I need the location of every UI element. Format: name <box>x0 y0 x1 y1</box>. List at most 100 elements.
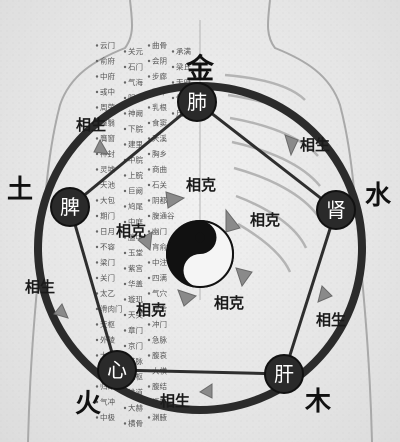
acupoint-label: 京门 <box>128 341 143 351</box>
acupoint-label: 胸乡 <box>152 149 167 159</box>
acupoint-dot <box>95 214 99 218</box>
organ-node-water: 肾 <box>316 190 356 230</box>
acupoint-label: 彧中 <box>100 87 115 97</box>
acupoint-dot <box>147 59 151 63</box>
acupoint-dot <box>171 96 175 100</box>
acupoint-label: 气穴 <box>152 288 167 298</box>
acupoint-label: 步廊 <box>152 71 167 81</box>
acupoint-label: 膻中 <box>128 232 143 242</box>
acupoint-dot <box>147 385 151 388</box>
organ-node-metal: 肺 <box>177 82 217 122</box>
sheng-arrow-earth-metal <box>93 138 109 155</box>
acupoint-label: 俞府 <box>100 56 115 66</box>
acupoint-label: 气海 <box>128 77 143 87</box>
element-label-metal: 金 <box>185 52 215 85</box>
acupoint-label: 章门 <box>128 325 143 335</box>
ke-label-bottom-right: 相克 <box>214 294 244 312</box>
acupoint-dot <box>147 152 151 156</box>
acupoint-dot <box>95 90 99 94</box>
acupoint-dot <box>147 276 151 280</box>
element-label-earth: 土 <box>7 175 33 205</box>
acupoint-dot <box>147 230 151 233</box>
acupoint-label: 天池 <box>100 180 115 190</box>
acupoint-dot <box>171 50 175 53</box>
acupoint-dot <box>147 354 151 357</box>
acupoint-label: 府舍 <box>152 304 167 314</box>
acupoint-label: 不容 <box>100 242 115 252</box>
acupoint-dot <box>95 385 99 388</box>
acupoint-dot <box>95 106 99 109</box>
acupoint-label: 紫宫 <box>128 263 143 273</box>
acupoint-dot <box>95 276 99 280</box>
acupoint-dot <box>95 354 99 357</box>
acupoint-dot <box>123 406 127 410</box>
acupoint-dot <box>123 174 127 177</box>
acupoint-label: 曲骨 <box>152 40 167 50</box>
acupoint-label: 日月 <box>100 227 115 236</box>
acupoint-label: 四满 <box>152 273 167 283</box>
acupoint-label: 横骨 <box>128 418 143 428</box>
acupoint-dot <box>95 137 99 140</box>
acupoint-dot <box>123 81 127 84</box>
acupoint-dot <box>123 143 127 146</box>
acupoint-label: 中极 <box>100 412 115 422</box>
acupoint-dot <box>95 199 99 202</box>
acupoint-dot <box>123 298 127 301</box>
organ-label-water: 肾 <box>326 198 346 222</box>
acupoint-label: 承满 <box>176 46 191 56</box>
acupoint-dot <box>147 307 151 311</box>
organ-label-metal: 肺 <box>187 90 207 114</box>
acupoint-dot <box>147 416 151 419</box>
sheng-label-water-wood: 相生 <box>316 311 346 329</box>
acupoint-label: 玉堂 <box>128 248 143 258</box>
ke-arrow-4 <box>137 231 153 251</box>
acupoint-dot <box>95 152 99 156</box>
organ-label-wood: 肝 <box>274 362 294 386</box>
sheng-label-metal-water: 相生 <box>300 136 330 154</box>
acupoint-label: 期门 <box>100 212 115 221</box>
acupoint-dot <box>95 307 99 311</box>
acupoint-label: 食窦 <box>152 118 167 128</box>
acupoint-dot <box>123 65 127 69</box>
acupoint-dot <box>171 112 175 115</box>
acupoint-label: 上脘 <box>128 170 143 180</box>
sheng-arrow-metal-water <box>284 134 299 157</box>
sheng-arrows <box>53 134 333 399</box>
acupoint-dot <box>95 338 99 342</box>
acupoint-label: 石关 <box>152 180 167 190</box>
acupoint-dot <box>95 261 99 264</box>
acupoint-dot <box>171 81 175 84</box>
acupoint-label: 梁门 <box>100 258 115 267</box>
acupoint-label: 带脉 <box>128 356 143 366</box>
acupoint-label: 急脉 <box>152 335 167 345</box>
acupoint-dot <box>123 220 127 224</box>
ke-arrow-3 <box>235 267 253 288</box>
acupoint-dot <box>147 75 151 78</box>
yin-yang-symbol <box>166 220 234 288</box>
acupoint-dot <box>147 199 151 202</box>
acupoint-dot <box>95 44 99 47</box>
acupoint-label: 下脘 <box>128 124 143 134</box>
acupoint-label: 屋翳 <box>100 119 115 128</box>
sheng-label-earth-metal: 相生 <box>76 116 106 134</box>
ke-arrow-5 <box>177 289 198 307</box>
acupoint-dot <box>95 59 99 63</box>
acupoint-dot <box>123 282 127 286</box>
sheng-label-wood-fire: 相生 <box>160 392 190 410</box>
acupoint-dot <box>147 106 151 109</box>
acupoint-dot <box>123 313 127 317</box>
organ-node-wood: 肝 <box>264 354 304 394</box>
organ-node-fire: 心 <box>97 350 137 390</box>
acupoint-label: 膺窗 <box>100 133 115 143</box>
acupoint-dot <box>95 400 99 404</box>
acupoint-label: 中注 <box>152 257 167 267</box>
acupoint-label: 肓俞 <box>152 242 167 252</box>
acupoint-label: 中脘 <box>128 155 143 165</box>
acupoint-dot <box>147 137 151 140</box>
sheng-label-fire-earth: 相生 <box>25 278 55 296</box>
ke-label-top: 相克 <box>186 176 216 194</box>
acupoint-label: 梁丘 <box>176 63 191 72</box>
acupoint-label: 幽门 <box>152 227 167 236</box>
